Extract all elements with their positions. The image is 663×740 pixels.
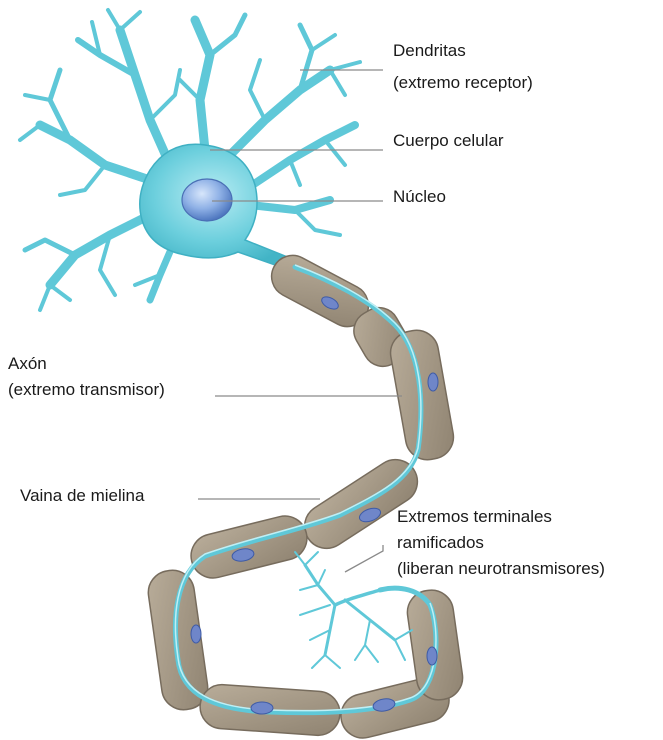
dendrite-branch — [20, 95, 50, 140]
label-terminales-line1: Extremos terminales — [397, 504, 605, 530]
schwann-nucleus — [251, 702, 273, 714]
schwann-nucleus — [427, 647, 437, 665]
terminal-branch — [300, 605, 330, 615]
terminal-branch — [355, 620, 412, 662]
dendrite-branch — [195, 20, 210, 150]
axon-terminals — [295, 552, 412, 668]
dendrite-branch — [60, 165, 105, 195]
schwann-nucleus — [191, 625, 201, 643]
label-axon-line1: Axón — [8, 351, 165, 377]
dendrite-branch — [150, 70, 180, 120]
label-dendritas: Dendritas (extremo receptor) — [393, 38, 533, 96]
label-axon: Axón (extremo transmisor) — [8, 351, 165, 403]
schwann-nucleus — [428, 373, 438, 391]
dendrite-branch — [40, 285, 70, 310]
terminal-branch — [305, 565, 335, 605]
label-terminales-line3: (liberan neurotransmisores) — [397, 556, 605, 582]
dendrite-branch — [120, 30, 170, 165]
dendrite-branch — [108, 10, 140, 30]
label-terminales: Extremos terminales ramificados (liberan… — [397, 504, 605, 582]
label-dendritas-line1: Dendritas — [393, 38, 533, 64]
dendrite-branch — [295, 210, 340, 235]
dendrite-branch — [312, 35, 335, 50]
terminal-branch — [335, 590, 380, 605]
dendrite-branch — [330, 62, 360, 95]
dendrite-branch — [180, 80, 200, 100]
myelin-segment — [186, 511, 311, 582]
dendrite-branch — [40, 125, 150, 180]
label-nucleo: Núcleo — [393, 184, 446, 210]
dendrite-branch — [250, 60, 265, 120]
dendrite-branch — [25, 240, 75, 255]
label-dendritas-line2: (extremo receptor) — [393, 70, 533, 96]
label-axon-line2: (extremo transmisor) — [8, 377, 165, 403]
label-vaina-mielina: Vaina de mielina — [20, 483, 144, 509]
myelin-sheath — [145, 248, 465, 740]
label-cuerpo-celular: Cuerpo celular — [393, 128, 504, 154]
label-terminales-line2: ramificados — [397, 530, 605, 556]
leader-line-terminales — [345, 545, 383, 572]
nucleus — [182, 179, 232, 221]
dendrite-branch — [210, 15, 245, 55]
